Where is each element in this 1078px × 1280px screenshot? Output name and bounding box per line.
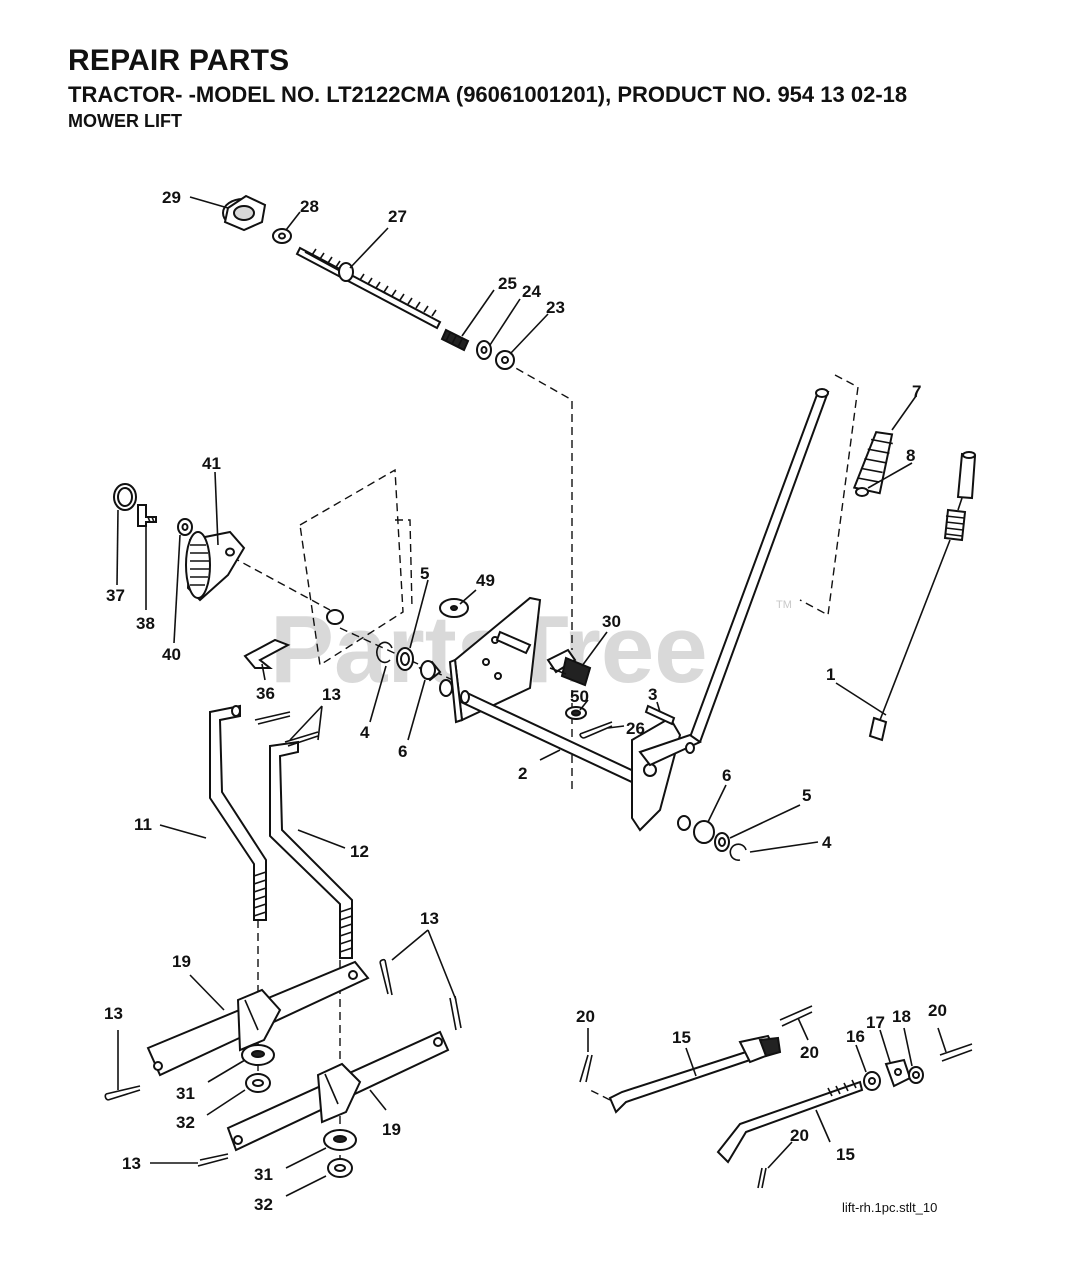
nut-part-28 [272,228,292,244]
threaded-rod-part-27 [295,246,442,330]
callout-11: 11 [134,815,152,834]
front-link-part-15-upper [608,1034,782,1114]
callout-41: 41 [202,454,221,473]
callout-8: 8 [906,446,915,465]
clip-part-4-right [729,843,747,861]
callout-49: 49 [476,571,495,590]
callout-19-lower: 19 [382,1120,401,1139]
handle-grip-part-7 [852,431,894,495]
washer-part-5-left [396,647,414,671]
callout-30: 30 [602,612,621,631]
callout-labels: 29 28 27 25 24 23 7 8 41 37 38 40 5 49 3… [104,188,947,1214]
nut-part-16 [863,1071,881,1091]
watermark-trademark: TM [776,599,792,611]
ring-part-37 [113,483,137,511]
lift-link-part-11 [209,704,267,921]
washer-part-40 [177,518,193,536]
callout-17: 17 [866,1013,885,1032]
bushing-part-6-left [418,660,442,682]
lift-link-part-12 [269,740,353,959]
callout-13-mid: 13 [420,909,439,928]
page-title: REPAIR PARTS [68,44,290,77]
adjustment-rod-assembly [222,194,515,370]
callout-13-top: 13 [322,685,341,704]
callout-25: 25 [498,274,517,293]
callout-36: 36 [256,684,275,703]
callout-29: 29 [162,188,181,207]
callout-32-upper: 32 [176,1113,195,1132]
callout-26: 26 [626,719,645,738]
section-title: MOWER LIFT [68,111,182,131]
callout-19-upper: 19 [172,952,191,971]
screw-part-38 [137,504,157,527]
callout-28: 28 [300,197,319,216]
callout-31-lower: 31 [254,1165,273,1184]
callout-37: 37 [106,586,125,605]
callout-1: 1 [826,665,835,684]
spacer [326,609,344,625]
hairpin-part-13-lower [104,958,462,1167]
callout-20-bottom: 20 [790,1126,809,1145]
callout-31-upper: 31 [176,1084,195,1103]
callout-5-left: 5 [420,564,429,583]
callout-leaders [116,196,947,1197]
knob-part-29 [222,194,267,232]
callout-20-mid: 20 [800,1043,819,1062]
callout-50: 50 [570,687,589,706]
pin-part-3 [644,704,676,726]
trunnion-part-17 [884,1058,912,1088]
callout-40: 40 [162,645,181,664]
lift-shaft-assembly [439,388,830,832]
bracket-part-36 [243,638,291,669]
bushing-part-6-right [677,815,715,844]
callout-6-left: 6 [398,742,407,761]
nut-part-32-upper [245,1073,271,1093]
height-dial-assembly [113,483,246,602]
callout-18: 18 [892,1007,911,1026]
callout-20-right: 20 [928,1001,947,1020]
callout-32-lower: 32 [254,1195,273,1214]
lift-arm-part-19-lower [226,1030,450,1152]
hairpin-part-26 [579,721,613,739]
washer-part-24 [476,340,492,360]
washer-part-50 [565,706,587,720]
callout-12: 12 [350,842,369,861]
callout-27: 27 [388,207,407,226]
nut-part-18 [908,1066,924,1084]
nut-part-32-lower [327,1158,353,1178]
callout-7: 7 [912,382,921,401]
clip-part-8 [855,487,869,497]
callout-2: 2 [518,764,527,783]
callout-23: 23 [546,298,565,317]
spring-part-25 [440,328,470,352]
reference-code: lift-rh.1pc.stlt_10 [842,1200,937,1215]
callout-24: 24 [522,282,541,301]
callout-16: 16 [846,1027,865,1046]
callout-15-lower: 15 [836,1145,855,1164]
callout-15-upper: 15 [672,1028,691,1047]
callout-5-right: 5 [802,786,811,805]
callout-38: 38 [136,614,155,633]
hairpin-part-20 [579,1005,973,1189]
lift-arm-part-19-upper [146,960,370,1077]
callout-4-right: 4 [822,833,832,852]
callout-13-bottom: 13 [122,1154,141,1173]
washer-part-5-right [714,832,730,852]
nut-part-23 [495,350,515,370]
dial-part-41 [185,530,246,602]
spacer-part-31-upper [241,1044,275,1066]
cable-part-1 [868,451,977,742]
pivot-part-30 [546,648,592,687]
callout-3: 3 [648,685,657,704]
model-subtitle: TRACTOR- -MODEL NO. LT2122CMA (960610012… [68,82,908,107]
callout-6-right: 6 [722,766,731,785]
front-link-part-15-lower [716,1079,864,1164]
clip-part-4-left [376,641,393,664]
callout-20-left: 20 [576,1007,595,1026]
callout-4-left: 4 [360,723,370,742]
spacer-part-31-lower [323,1129,357,1151]
callout-13-left: 13 [104,1004,123,1023]
hairpin-part-13-top [254,711,319,747]
